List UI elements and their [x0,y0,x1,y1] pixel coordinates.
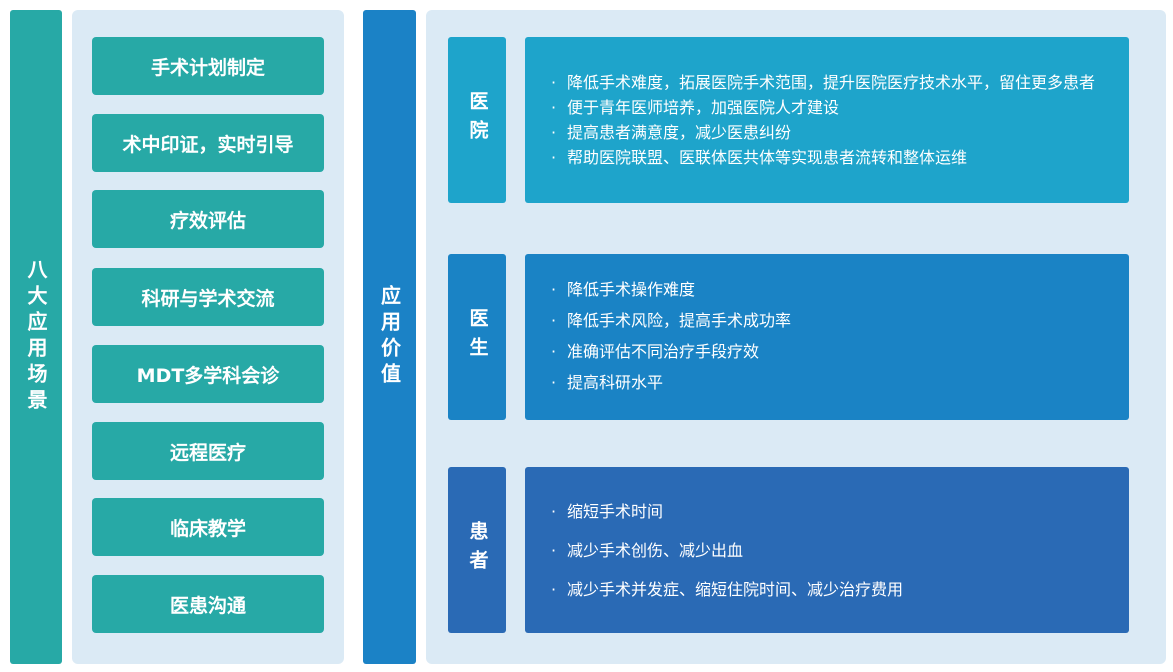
scenario-item: 远程医疗 [92,422,324,480]
benefits-hospital: 降低手术难度，拓展医院手术范围，提升医院医疗技术水平，留住更多患者 便于青年医师… [525,37,1129,203]
benefit-item: 便于青年医师培养，加强医院人才建设 [551,98,1109,117]
benefit-item: 缩短手术时间 [551,502,1109,521]
role-label: 医生 [466,308,489,366]
benefit-item: 减少手术创伤、减少出血 [551,541,1109,560]
role-tile-hospital: 医院 [448,37,506,203]
scenario-item: 临床教学 [92,498,324,556]
benefit-item: 降低手术操作难度 [551,280,1109,299]
scenarios-panel [72,10,344,664]
benefit-item: 降低手术风险，提高手术成功率 [551,311,1109,330]
scenario-item: 疗效评估 [92,190,324,248]
role-tile-patient: 患者 [448,467,506,633]
benefit-item: 帮助医院联盟、医联体医共体等实现患者流转和整体运维 [551,148,1109,167]
scenarios-title-bar: 八大应用场景 [10,10,62,664]
role-label: 患者 [466,521,489,579]
benefit-item: 减少手术并发症、缩短住院时间、减少治疗费用 [551,580,1109,599]
benefit-item: 降低手术难度，拓展医院手术范围，提升医院医疗技术水平，留住更多患者 [551,73,1109,92]
scenarios-title: 八大应用场景 [24,259,48,415]
scenario-item: MDT多学科会诊 [92,345,324,403]
scenario-item: 术中印证，实时引导 [92,114,324,172]
scenario-item: 手术计划制定 [92,37,324,95]
benefit-item: 提高科研水平 [551,373,1109,392]
benefit-item: 提高患者满意度，减少医患纠纷 [551,123,1109,142]
values-title: 应用价值 [377,285,402,389]
benefit-item: 准确评估不同治疗手段疗效 [551,342,1109,361]
benefits-patient: 缩短手术时间 减少手术创伤、减少出血 减少手术并发症、缩短住院时间、减少治疗费用 [525,467,1129,633]
role-tile-doctor: 医生 [448,254,506,420]
role-label: 医院 [466,91,489,149]
scenario-item: 医患沟通 [92,575,324,633]
values-title-bar: 应用价值 [363,10,416,664]
scenario-item: 科研与学术交流 [92,268,324,326]
benefits-doctor: 降低手术操作难度 降低手术风险，提高手术成功率 准确评估不同治疗手段疗效 提高科… [525,254,1129,420]
